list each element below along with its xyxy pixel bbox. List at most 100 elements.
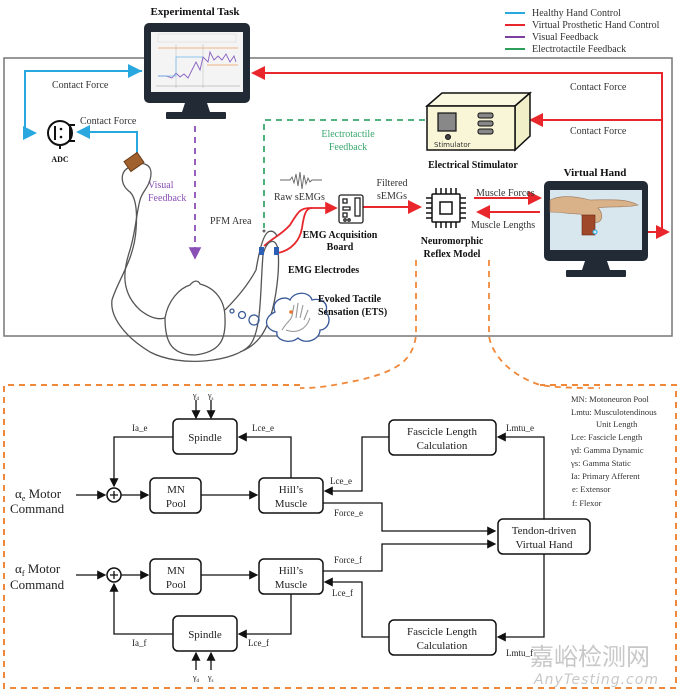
legend-label: Electrotactile Feedback xyxy=(532,44,626,55)
force-label: Force_e xyxy=(334,508,363,518)
adc-label: ADC xyxy=(51,155,69,164)
glossary-item: Lce: Fascicle Length xyxy=(571,432,643,442)
glossary-item: Unit Length xyxy=(596,419,638,429)
emg-board-label: Board xyxy=(327,242,354,253)
zoom-callout-lines xyxy=(299,260,601,389)
ia-label: Ia_f xyxy=(132,638,147,648)
table-outline xyxy=(3,57,673,337)
hills-muscle-label: Muscle xyxy=(275,579,308,591)
hills-muscle-label: Muscle xyxy=(275,498,308,510)
lce-label: Lce_f xyxy=(332,588,353,598)
glossary-item: MN: Motoneuron Pool xyxy=(571,394,650,404)
emg-acquisition-board-icon xyxy=(338,194,364,224)
ia-label: Ia_e xyxy=(132,423,148,433)
pfm-point-icon xyxy=(262,229,266,233)
glossary-item: e: Extensor xyxy=(572,484,611,494)
gamma-s-label: γs xyxy=(207,673,214,684)
raw-semg-waveform-icon xyxy=(280,171,322,190)
electrical-stimulator-title: Electrical Stimulator xyxy=(428,160,518,171)
motor-command-label: Command xyxy=(10,501,65,516)
hills-muscle-label: Hill’s xyxy=(279,565,303,577)
hills-muscle-label: Hill’s xyxy=(279,484,303,496)
adc-icon xyxy=(47,120,75,149)
virtual-hand-monitor xyxy=(544,181,648,277)
glossary: MN: Motoneuron Pool Lmtu: Musculotendino… xyxy=(570,394,657,508)
experimental-task-title: Experimental Task xyxy=(151,6,241,18)
muscle-forces-label: Muscle Forces xyxy=(476,188,535,199)
electrotactile-feedback-path xyxy=(263,119,425,228)
tendon-hand-label: Virtual Hand xyxy=(515,539,573,551)
stimulator-label: Stimulator xyxy=(434,141,471,149)
glossary-item: γs: Gamma Static xyxy=(570,458,631,468)
flexor-loop: MN Pool Hill’s Muscle Spindle Ia_f Lce_f… xyxy=(10,539,545,684)
pfm-area-label: PFM Area xyxy=(210,216,252,227)
emg-board-label: EMG Acquisition xyxy=(303,230,378,241)
emg-electrode-icon xyxy=(259,247,264,255)
fascicle-label: Fascicle Length xyxy=(407,626,477,638)
thought-bubbles xyxy=(229,308,260,326)
legend-label: Visual Feedback xyxy=(532,32,598,43)
contact-force-label: Contact Force xyxy=(570,82,627,93)
glossary-item: Lmtu: Musculotendinous xyxy=(571,407,657,417)
glossary-item: γd: Gamma Dynamic xyxy=(570,445,644,455)
prosthetic-control-paths xyxy=(251,66,670,254)
mn-pool-label: Pool xyxy=(166,579,186,591)
reflex-model-box xyxy=(3,384,677,689)
experimental-task-monitor xyxy=(144,23,250,119)
mn-pool-label: MN xyxy=(167,565,185,577)
neuromorphic-chip-icon xyxy=(426,188,466,228)
legend-item-prosthetic: Virtual Prosthetic Hand Control xyxy=(505,20,660,31)
fascicle-label: Calculation xyxy=(417,440,468,452)
mn-pool-block-flexor xyxy=(149,558,202,595)
visual-feedback-label: Feedback xyxy=(148,193,186,204)
lce-label: Lce_f xyxy=(248,638,269,648)
emg-electrode-icon xyxy=(274,247,279,255)
grasped-object-icon xyxy=(123,151,145,173)
watermark-en: AnyTesting.com xyxy=(533,672,659,688)
virtual-hand-title: Virtual Hand xyxy=(564,167,627,179)
legend-item-visual: Visual Feedback xyxy=(505,32,598,43)
legend-item-electrotactile: Electrotactile Feedback xyxy=(505,44,626,55)
stimulation-point-icon xyxy=(289,310,293,314)
legend-item-healthy: Healthy Hand Control xyxy=(505,8,621,19)
raw-semgs-label: Raw sEMGs xyxy=(274,192,325,203)
filtered-semgs-label: sEMGs xyxy=(377,191,407,202)
fascicle-label: Calculation xyxy=(417,640,468,652)
neuromorphic-label: Reflex Model xyxy=(424,249,481,260)
filtered-semgs-label: Filtered xyxy=(376,178,407,189)
mn-pool-label: MN xyxy=(167,484,185,496)
ets-label: Sensation (ETS) xyxy=(318,307,387,318)
muscle-lengths-label: Muscle Lengths xyxy=(471,220,535,231)
lmtu-label: Lmtu_f xyxy=(506,648,533,658)
neuromorphic-label: Neuromorphic xyxy=(421,236,484,247)
contact-force-label: Contact Force xyxy=(570,126,627,137)
electrotactile-label: Electrotactile xyxy=(321,129,375,140)
lmtu-label: Lmtu_e xyxy=(506,423,534,433)
spindle-label: Spindle xyxy=(188,432,222,444)
tendon-hand-label: Tendon-driven xyxy=(512,525,577,537)
motor-command-label: Command xyxy=(10,577,65,592)
gamma-s-label: γs xyxy=(207,391,214,402)
electrical-stimulator-icon: Stimulator xyxy=(424,91,533,152)
fascicle-label: Fascicle Length xyxy=(407,426,477,438)
electrotactile-label: Feedback xyxy=(329,142,367,153)
gamma-d-label: γd xyxy=(192,673,200,684)
glossary-item: f: Flexor xyxy=(572,498,602,508)
lce-label: Lce_e xyxy=(330,476,352,486)
emg-electrodes-label: EMG Electrodes xyxy=(288,265,359,276)
watermark-cn: 嘉峪检测网 xyxy=(530,643,650,671)
task-chart-thumbnail xyxy=(156,33,240,88)
ets-cloud xyxy=(265,292,330,342)
legend-label: Healthy Hand Control xyxy=(532,8,621,19)
spindle-label: Spindle xyxy=(188,629,222,641)
legend-label: Virtual Prosthetic Hand Control xyxy=(532,20,660,31)
legend: Healthy Hand Control Virtual Prosthetic … xyxy=(505,8,660,55)
motor-command-flexor: αf Motor xyxy=(15,561,61,578)
contact-force-label: Contact Force xyxy=(52,80,109,91)
glossary-item: Ia: Primary Afferent xyxy=(571,471,640,481)
contact-force-label: Contact Force xyxy=(80,116,137,127)
force-label: Force_f xyxy=(334,555,362,565)
gamma-d-label: γd xyxy=(192,391,200,402)
visual-feedback-label: Visual xyxy=(148,180,174,191)
